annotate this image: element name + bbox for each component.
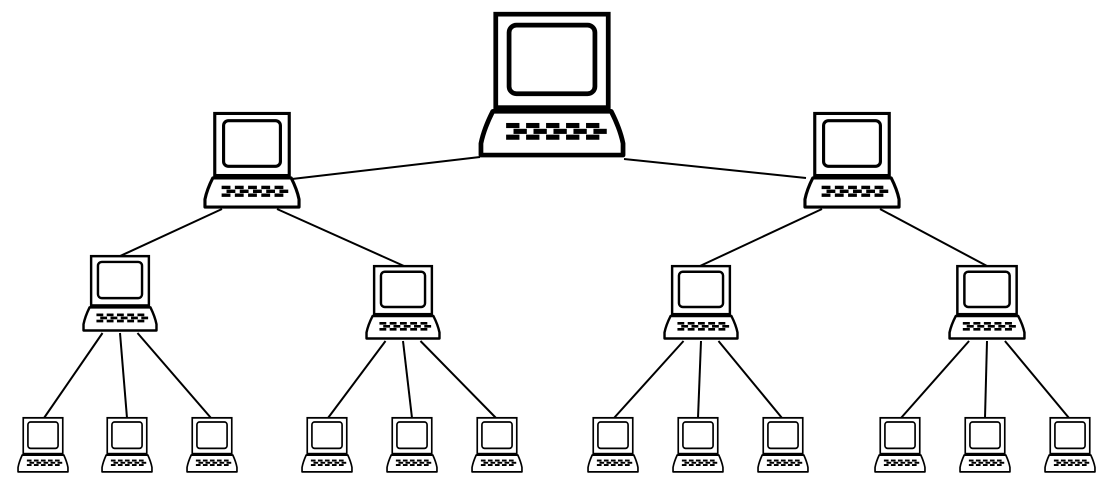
keyboard-icon [587,454,639,473]
link-hub-left-to-switch-1 [117,208,223,258]
keyboard-icon [101,454,153,473]
keyboard-icon [365,314,441,340]
link-switch-4-to-client-12 [1004,340,1070,419]
keyboard-icon [186,454,238,473]
keys-icon [766,459,803,466]
client-computer-12 [1044,416,1096,473]
screen-icon [822,119,882,168]
network-links [43,156,1070,419]
link-switch-2-to-client-6 [419,340,497,419]
screen-icon [96,260,144,300]
screen-icon [963,270,1011,309]
link-hub-left-to-switch-2 [276,208,405,267]
switch-computer-3 [663,264,739,340]
screen-icon [682,421,714,450]
keyboard-icon [874,454,926,473]
keyboard-icon [478,108,626,158]
keys-icon [506,122,607,140]
switch-computer-2 [365,264,441,340]
keyboard-icon [959,454,1011,473]
screen-icon [396,421,428,450]
link-root-to-hub-right [623,158,807,179]
client-computer-1 [17,416,69,473]
link-switch-4-to-client-11 [984,340,988,419]
screen-icon [111,421,143,450]
keys-icon [883,459,920,466]
keys-icon [596,459,633,466]
keys-icon [395,459,432,466]
client-computer-7 [587,416,639,473]
keys-icon [221,185,289,197]
keys-icon [195,459,232,466]
keys-icon [968,459,1005,466]
client-computer-3 [186,416,238,473]
screen-icon [196,421,228,450]
link-hub-right-to-switch-4 [879,208,988,267]
keys-icon [310,459,347,466]
client-computer-2 [101,416,153,473]
computer-nodes [17,11,1096,473]
server-root-computer [478,11,626,158]
link-switch-1-to-client-3 [136,332,212,419]
keyboard-icon [1044,454,1096,473]
link-switch-3-to-client-8 [697,340,702,419]
keys-icon [379,322,432,331]
switch-computer-4 [948,264,1026,340]
keys-icon [26,459,63,466]
screen-icon [481,421,513,450]
keyboard-icon [203,176,301,209]
screen-icon [767,421,799,450]
keys-icon [110,459,147,466]
client-computer-11 [959,416,1011,473]
keys-icon [96,313,149,323]
client-computer-10 [874,416,926,473]
link-switch-1-to-client-1 [43,332,104,419]
keyboard-icon [757,454,809,473]
client-computer-9 [757,416,809,473]
switch-computer-1 [82,254,158,332]
screen-icon [677,270,725,309]
client-computer-5 [386,416,438,473]
keyboard-icon [301,454,353,473]
screen-icon [379,270,427,309]
screen-icon [884,421,916,450]
link-hub-right-to-switch-3 [699,208,823,267]
link-switch-3-to-client-7 [613,340,685,419]
keys-icon [480,459,517,466]
keys-icon [1053,459,1090,466]
link-switch-2-to-client-4 [327,340,387,419]
screen-icon [597,421,629,450]
keys-icon [962,322,1016,331]
screen-icon [969,421,1001,450]
keyboard-icon [471,454,523,473]
keyboard-icon [386,454,438,473]
keys-icon [677,322,730,331]
keyboard-icon [948,314,1026,340]
client-computer-8 [672,416,724,473]
keyboard-icon [803,176,901,209]
keys-icon [821,185,889,197]
link-switch-4-to-client-10 [900,340,970,419]
keys-icon [681,459,718,466]
link-switch-1-to-client-2 [119,332,128,419]
keyboard-icon [17,454,69,473]
screen-icon [222,119,282,168]
hub-right-computer [803,111,901,209]
keyboard-icon [672,454,724,473]
screen-icon [506,22,598,97]
screen-icon [311,421,343,450]
client-computer-6 [471,416,523,473]
keyboard-icon [663,314,739,340]
link-switch-2-to-client-5 [402,340,413,419]
keyboard-icon [82,306,158,332]
link-switch-3-to-client-9 [717,340,783,419]
screen-icon [27,421,59,450]
hub-left-computer [203,111,301,209]
client-computer-4 [301,416,353,473]
link-root-to-hub-left [291,156,481,180]
screen-icon [1054,421,1086,450]
